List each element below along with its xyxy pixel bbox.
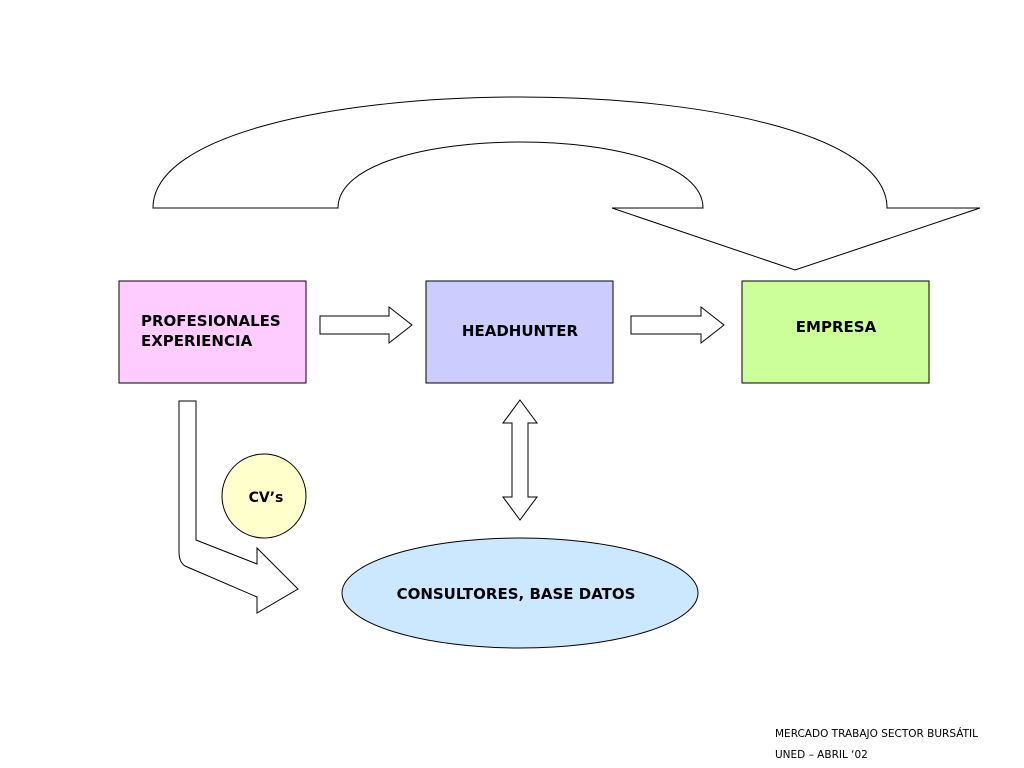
profesionales-label: PROFESIONALES (141, 312, 281, 330)
consultores-ellipse (341, 537, 699, 649)
empresa-label: EMPRESA (796, 318, 877, 336)
cvs-label: CV’s (249, 490, 284, 506)
headhunter-box (425, 280, 614, 384)
profesionales-box (118, 280, 307, 384)
arrow-profesionales-to-headhunter (319, 305, 413, 345)
consultores-label: CONSULTORES, BASE DATOS (397, 585, 636, 603)
curved-arrow-top (152, 96, 981, 271)
footer-subtitle: UNED – ABRIL ‘02 (775, 749, 868, 761)
cvs-circle (221, 453, 307, 539)
headhunter-label: HEADHUNTER (462, 322, 579, 340)
arrow-headhunter-consultores (502, 399, 538, 521)
experiencia-label: EXPERIENCIA (141, 332, 253, 350)
empresa-box (741, 280, 930, 384)
footer-title: MERCADO TRABAJO SECTOR BURSÁTIL (775, 728, 978, 740)
arrow-profesionales-to-consultores (178, 400, 299, 614)
arrow-headhunter-to-empresa (630, 305, 725, 345)
